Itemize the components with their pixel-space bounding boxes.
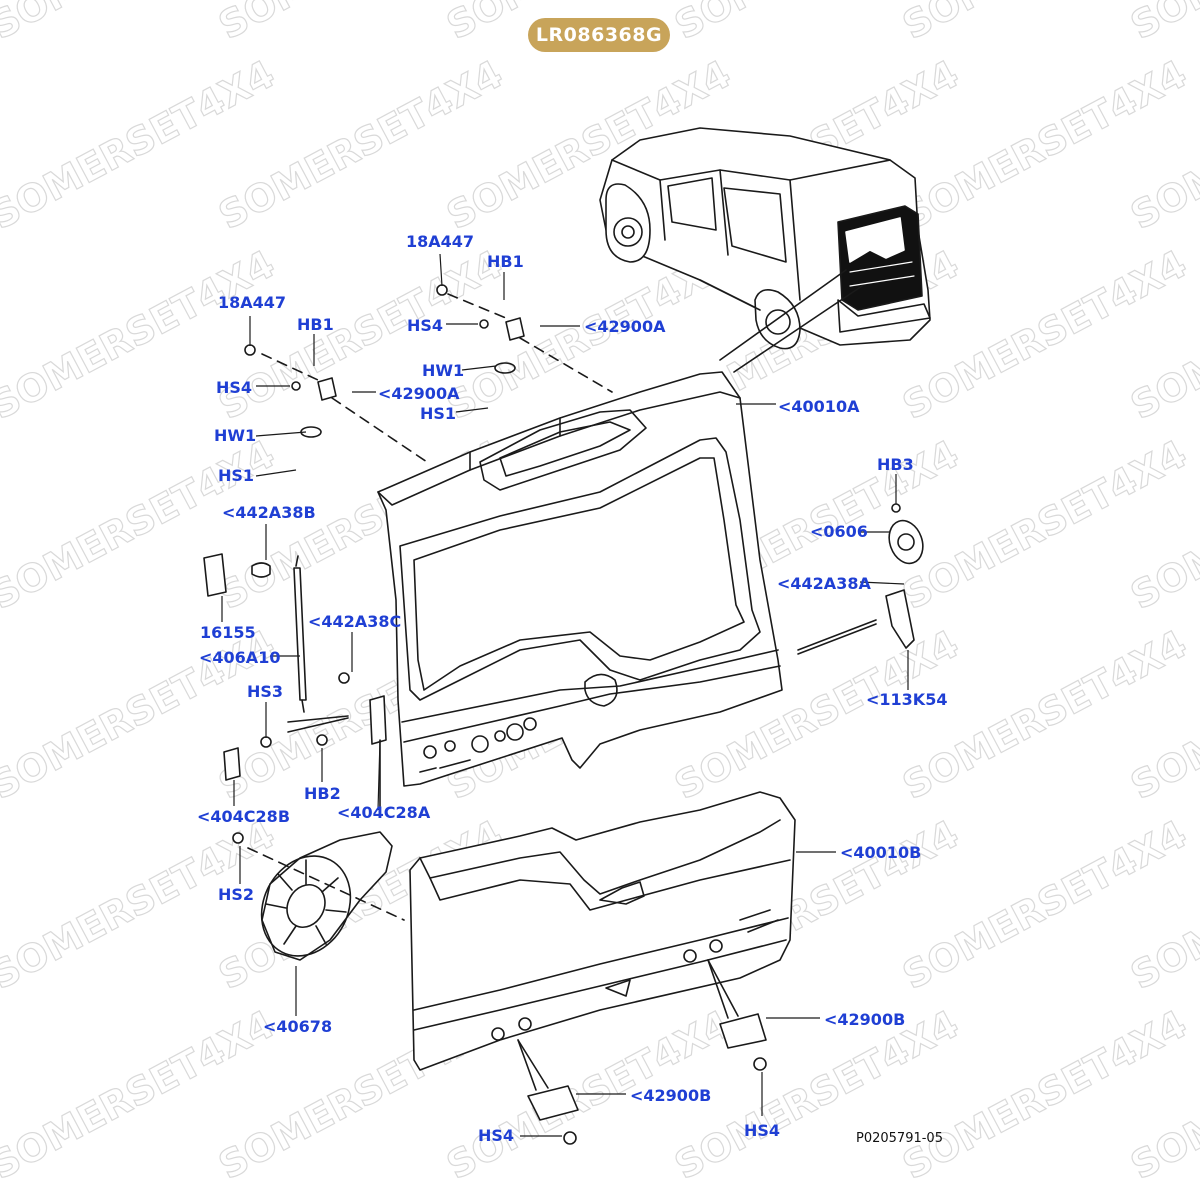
label-18a447-right[interactable]: 18A447 — [406, 232, 475, 251]
label-hw1-left[interactable]: HW1 — [214, 426, 257, 445]
label-hb1-right[interactable]: HB1 — [487, 252, 524, 271]
label-404c28b[interactable]: <404C28B — [197, 807, 291, 826]
label-406a10[interactable]: <406A10 — [199, 648, 281, 667]
label-hs3[interactable]: HS3 — [247, 682, 284, 701]
label-42900b-right[interactable]: <42900B — [824, 1010, 906, 1029]
part-number-badge: LR086368G — [528, 18, 670, 52]
label-18a447-left[interactable]: 18A447 — [218, 293, 287, 312]
latch-motor — [885, 519, 924, 649]
upper-tailgate-panel — [377, 371, 783, 787]
label-0606[interactable]: <0606 — [810, 522, 868, 541]
gas-strut — [203, 553, 307, 713]
label-hs1-right[interactable]: HS1 — [420, 404, 457, 423]
label-40678[interactable]: <40678 — [263, 1017, 333, 1036]
watermark-text: SOMERSET4X4 — [1124, 0, 1200, 48]
label-42900a-right[interactable]: <42900A — [584, 317, 666, 336]
label-hs4-bottom-left[interactable]: HS4 — [478, 1126, 515, 1145]
label-16155[interactable]: 16155 — [200, 623, 256, 642]
lower-tailgate-panel — [409, 791, 796, 1071]
label-hs4-right[interactable]: HS4 — [407, 316, 444, 335]
label-hs2[interactable]: HS2 — [218, 885, 255, 904]
label-hs4-left[interactable]: HS4 — [216, 378, 253, 397]
hinge-parts — [223, 284, 901, 1145]
callout-leader-top — [719, 269, 847, 361]
label-40010b[interactable]: <40010B — [840, 843, 922, 862]
label-113k54[interactable]: <113K54 — [866, 690, 948, 709]
label-hs1-left[interactable]: HS1 — [218, 466, 255, 485]
label-hb3[interactable]: HB3 — [877, 455, 914, 474]
label-hs4-bottom-right[interactable]: HS4 — [744, 1121, 781, 1140]
label-leaders — [221, 253, 909, 1137]
label-42900b-left[interactable]: <42900B — [630, 1086, 712, 1105]
label-42900a-left[interactable]: <42900A — [378, 384, 460, 403]
label-40010a[interactable]: <40010A — [778, 397, 860, 416]
connector-lines — [287, 619, 877, 1091]
assembly-lines — [247, 293, 613, 921]
label-hb1-left[interactable]: HB1 — [297, 315, 334, 334]
label-hb2[interactable]: HB2 — [304, 784, 341, 803]
label-hw1-right[interactable]: HW1 — [422, 361, 465, 380]
label-442a38a[interactable]: <442A38A — [777, 574, 871, 593]
label-442a38c[interactable]: <442A38C — [308, 612, 402, 631]
label-442a38b[interactable]: <442A38B — [222, 503, 316, 522]
diagram-reference-code: P0205791-05 — [856, 1131, 943, 1146]
vehicle-illustration — [599, 127, 931, 350]
callout-leader-bottom — [733, 285, 863, 373]
label-404c28a[interactable]: <404C28A — [337, 803, 431, 822]
